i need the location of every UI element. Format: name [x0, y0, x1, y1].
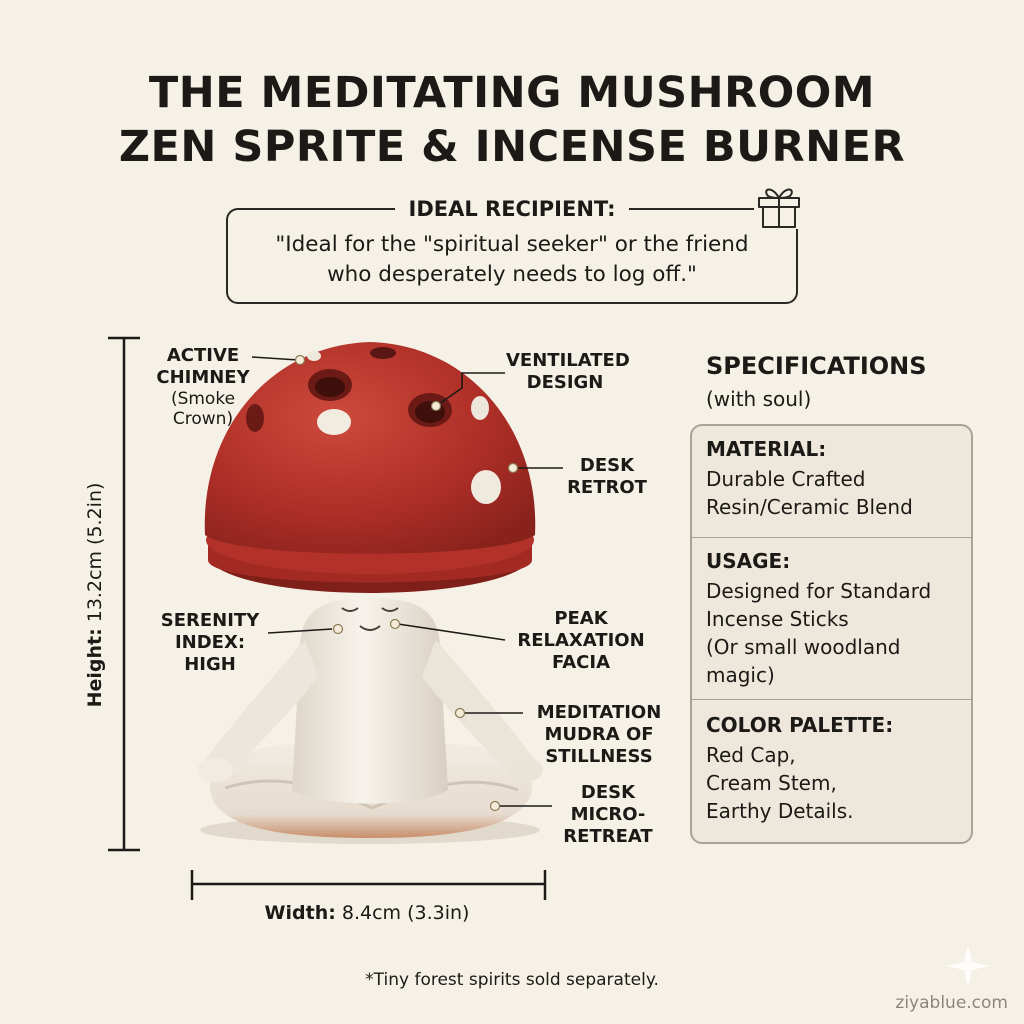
recipient-line-1: "Ideal for the "spiritual seeker" or the…	[275, 232, 749, 257]
spec-usage-text: Designed for Standard Incense Sticks (Or…	[706, 579, 932, 687]
callout-peak-relaxation: PEAK RELAXATION FACIA	[517, 608, 645, 673]
callout-meditation-mudra: MEDITATION MUDRA OF STILLNESS	[536, 702, 662, 767]
recipient-line-2: who desperately needs to log off."	[327, 262, 697, 287]
recipient-text: "Ideal for the "spiritual seeker" or the…	[226, 230, 798, 290]
height-label: Height: 13.2cm (5.2in)	[84, 482, 106, 708]
specs-divider	[690, 699, 973, 700]
recipient-label: IDEAL RECIPIENT:	[0, 197, 1024, 221]
spec-material-title: MATERIAL:	[706, 437, 827, 461]
callout-serenity-index: SERENITY INDEX: HIGH	[160, 610, 260, 675]
spec-material-text: Durable Crafted Resin/Ceramic Blend	[706, 467, 913, 519]
specs-subheading: (with soul)	[706, 387, 812, 411]
gift-icon	[754, 181, 804, 229]
spec-color-text: Red Cap, Cream Stem, Earthy Details.	[706, 743, 854, 823]
specs-heading: SPECIFICATIONS	[706, 352, 927, 380]
specs-panel	[690, 424, 973, 844]
specs-divider	[690, 537, 973, 538]
title-line-1: THE MEDITATING MUSHROOM	[148, 68, 876, 118]
width-label: Width: 8.4cm (3.3in)	[264, 902, 470, 924]
spec-color-title: COLOR PALETTE:	[706, 713, 894, 737]
spec-usage-title: USAGE:	[706, 549, 791, 573]
callout-desk-micro-retreat: DESK MICRO- RETREAT	[563, 782, 653, 847]
width-dimension-line	[190, 870, 547, 900]
height-dimension-line	[108, 336, 140, 852]
title-line-2: ZEN SPRITE & INCENSE BURNER	[118, 122, 906, 172]
watermark: ziyablue.com	[895, 993, 1008, 1013]
callout-ventilated-design: VENTILATED DESIGN	[506, 350, 630, 393]
callout-desk-retrot: DESK RETROT	[567, 455, 647, 498]
callout-active-chimney: ACTIVE CHIMNEY (Smoke Crown)	[156, 345, 250, 429]
footer-note: *Tiny forest spirits sold separately.	[365, 970, 659, 990]
